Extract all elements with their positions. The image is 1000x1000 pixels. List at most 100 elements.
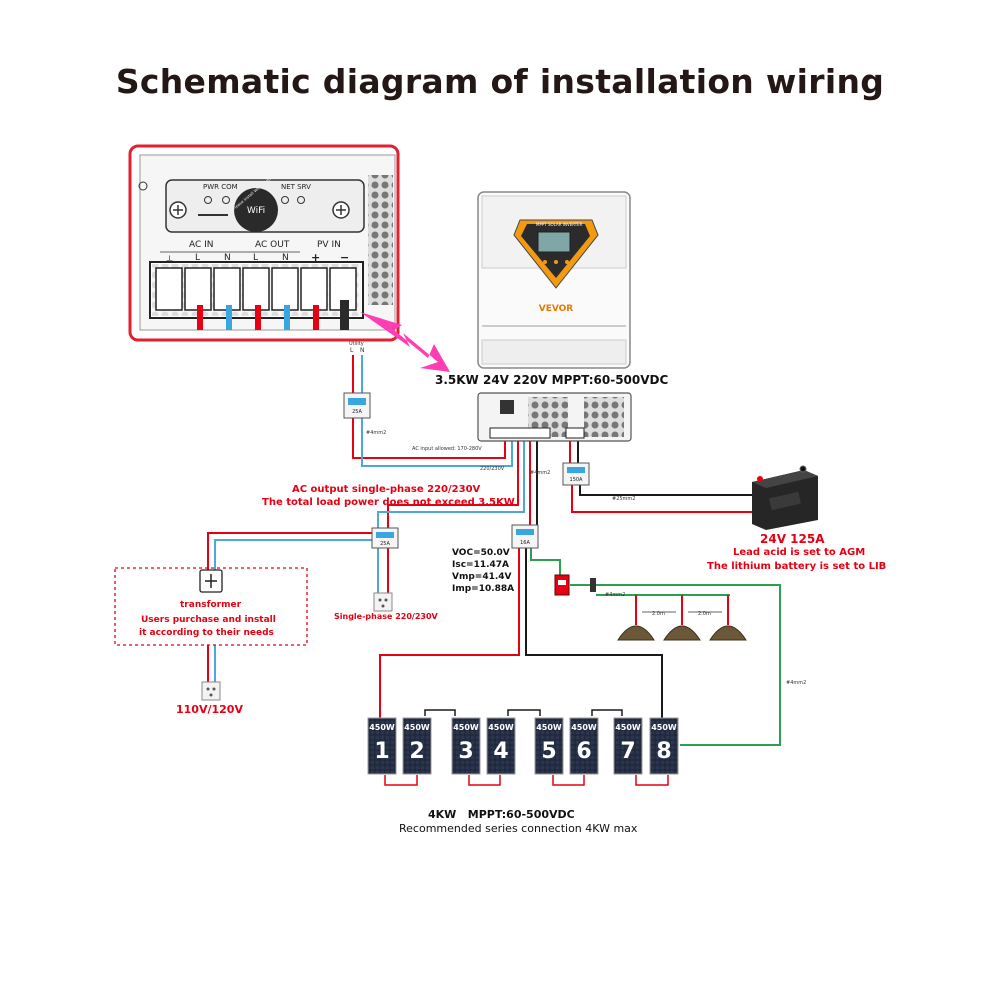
battery-spec: 24V 125A bbox=[760, 532, 825, 546]
solar-panel-number: 8 bbox=[656, 739, 671, 764]
pv-spec-isc: Isc=11.47A bbox=[452, 560, 510, 570]
wire-transformer-l bbox=[207, 532, 388, 570]
page-title: Schematic diagram of installation wiring bbox=[115, 62, 885, 101]
solar-panel: 450W 3 bbox=[451, 717, 481, 775]
transformer-line1: Users purchase and install bbox=[141, 615, 276, 625]
solar-panel: 450W 5 bbox=[534, 717, 564, 775]
solar-panel-watt: 450W bbox=[536, 723, 562, 732]
breaker-pv-rating: 16A bbox=[520, 540, 530, 546]
wire-pv-neg-down bbox=[525, 548, 663, 720]
transformer-line2: it according to their needs bbox=[139, 628, 274, 638]
solar-panel-body bbox=[486, 717, 516, 775]
wire-pv-pos-down bbox=[379, 548, 520, 720]
terminal-cells bbox=[155, 267, 357, 311]
terminal-pv-pos: + bbox=[311, 251, 321, 264]
utility-n: N bbox=[360, 347, 365, 354]
breaker-acout-rating: 25A bbox=[380, 541, 390, 547]
solar-panel-body bbox=[649, 717, 679, 775]
terminal-acout-l: L bbox=[253, 253, 259, 263]
solar-panel-watt: 450W bbox=[651, 723, 677, 732]
solar-panel-body bbox=[367, 717, 397, 775]
breaker-acout: 25A bbox=[371, 527, 399, 549]
pv-spec-voc: VOC=50.0V bbox=[452, 548, 510, 558]
group-label-acin: AC IN bbox=[189, 240, 214, 250]
solar-panel: 450W 6 bbox=[569, 717, 599, 775]
ground-rods bbox=[617, 611, 747, 641]
solar-panel-watt: 450W bbox=[488, 723, 514, 732]
battery-icon bbox=[752, 465, 818, 530]
breaker-pv: 16A bbox=[511, 524, 539, 549]
socket-220-label: Single-phase 220/230V bbox=[334, 612, 438, 621]
pv-spec-vmp: Vmp=41.4V bbox=[452, 572, 512, 582]
group-label-pvin: PV IN bbox=[317, 240, 341, 250]
terminal-panel: WiFi bbox=[128, 144, 450, 372]
solar-panel-watt: 450W bbox=[453, 723, 479, 732]
transformer-box bbox=[114, 567, 308, 646]
indicator-net: NET bbox=[281, 183, 295, 191]
wifi-label: WiFi bbox=[247, 206, 265, 216]
solar-panel-body bbox=[569, 717, 599, 775]
battery-line2: The lithium battery is set to LIB bbox=[707, 561, 887, 572]
ac-input-allowed: AC input allowed: 170-280V bbox=[412, 446, 482, 452]
cable-pv: #4mm2 bbox=[530, 470, 551, 476]
inverter-bottom bbox=[477, 392, 632, 442]
indicator-labels: PWR COM bbox=[203, 183, 238, 191]
solar-panel-watt: 450W bbox=[369, 723, 395, 732]
rod-spacing-1: 2.0m bbox=[652, 611, 665, 617]
ac-output-line2: The total load power does not exceed 3.5… bbox=[262, 497, 515, 508]
rod-spacing-2: 2.0m bbox=[698, 611, 711, 617]
wire-ground-pv bbox=[530, 548, 561, 578]
wire-bat-black bbox=[579, 485, 760, 496]
solar-panel-watt: 450W bbox=[571, 723, 597, 732]
cable-ground: #4mm2 bbox=[605, 592, 626, 598]
breaker-battery-rating: 150A bbox=[570, 477, 584, 483]
solar-panel-watt: 450W bbox=[404, 723, 430, 732]
indicator-com: COM bbox=[221, 183, 238, 191]
inverter-caption: 3.5KW 24V 220V MPPT:60-500VDC bbox=[435, 373, 669, 387]
wire-link-34 bbox=[468, 775, 501, 786]
indicator-srv: SRV bbox=[297, 183, 311, 191]
transformer-title: transformer bbox=[180, 600, 242, 610]
pointer-arrow bbox=[360, 312, 450, 372]
wire-link-top-67 bbox=[591, 709, 623, 716]
cable-ground-long: #4mm2 bbox=[786, 680, 807, 686]
breaker-acin: 25A bbox=[343, 392, 371, 419]
ac-output-line1: AC output single-phase 220/230V bbox=[292, 484, 481, 495]
solar-panel: 450W 8 bbox=[649, 717, 679, 775]
inverter-screen-header: MPPT SOLAR INVERTER bbox=[536, 222, 583, 227]
solar-panel: 450W 2 bbox=[402, 717, 432, 775]
solar-panel: 450W 1 bbox=[367, 717, 397, 775]
solar-panel-body bbox=[451, 717, 481, 775]
solar-panel-number: 1 bbox=[374, 739, 389, 764]
solar-panel-watt: 450W bbox=[615, 723, 641, 732]
wire-link-12 bbox=[384, 775, 418, 786]
solar-panel-number: 2 bbox=[409, 739, 424, 764]
array-line1: 4KW MPPT:60-500VDC bbox=[428, 808, 575, 821]
indicator-labels-right: NET SRV bbox=[281, 183, 311, 191]
wire-bat-red bbox=[571, 485, 756, 513]
indicator-pwr: PWR bbox=[203, 183, 220, 191]
solar-panel-number: 3 bbox=[458, 739, 473, 764]
socket-220 bbox=[373, 592, 393, 612]
solar-panel-number: 5 bbox=[541, 739, 556, 764]
wire-acout-n bbox=[377, 438, 525, 528]
terminal-gnd: ⏚ bbox=[165, 256, 175, 266]
transformer-output: 110V/120V bbox=[176, 703, 243, 716]
inverter-front: VEVOR bbox=[477, 191, 631, 369]
breaker-battery: 150A bbox=[562, 462, 590, 486]
terminal-pv-neg: − bbox=[340, 251, 350, 264]
pv-spec-imp: Imp=10.88A bbox=[452, 584, 515, 594]
socket-110 bbox=[201, 681, 221, 701]
solar-panel-number: 6 bbox=[576, 739, 591, 764]
wire-link-top-23 bbox=[424, 709, 456, 716]
wire-acin-n bbox=[361, 418, 513, 467]
terminal-acin-n: N bbox=[224, 253, 231, 263]
utility-label: Utility bbox=[349, 341, 364, 347]
wire-acin-l bbox=[352, 418, 506, 459]
breaker-acin-rating: 25A bbox=[352, 409, 362, 415]
battery-line1: Lead acid is set to AGM bbox=[733, 547, 866, 558]
ac-out-voltage: 220/230V bbox=[480, 466, 505, 472]
